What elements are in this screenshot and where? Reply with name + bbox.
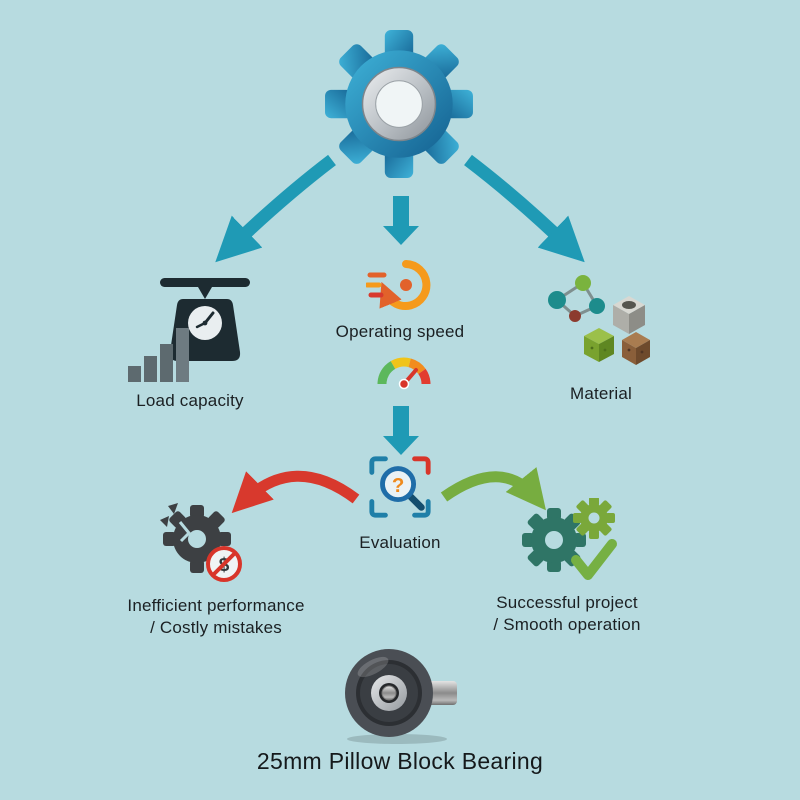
speed-circular-arrow-icon — [366, 250, 438, 320]
gears-checkmark-icon — [518, 498, 620, 590]
negative-outcome-line2: / Costly mistakes — [150, 618, 282, 637]
positive-outcome-line2: / Smooth operation — [493, 615, 641, 634]
positive-outcome-label: Successful project / Smooth operation — [457, 592, 677, 636]
negative-outcome-label: Inefficient performance / Costly mistake… — [96, 595, 336, 639]
scale-weight-bars-icon — [126, 276, 256, 388]
arrow-gear-to-operating-speed — [383, 196, 419, 245]
positive-outcome-line1: Successful project — [496, 593, 638, 612]
load-capacity-label: Load capacity — [136, 391, 244, 410]
broken-gear-no-dollar-icon: $ — [160, 502, 258, 598]
pillow-block-bearing-illustration — [337, 645, 467, 745]
svg-text:?: ? — [392, 475, 404, 497]
arrow-gauge-to-evaluation — [383, 406, 419, 455]
arrow-gear-to-load-capacity — [215, 154, 336, 263]
evaluation-label: Evaluation — [359, 533, 441, 552]
speedometer-gauge-icon — [375, 348, 433, 392]
arrow-evaluation-to-negative — [231, 470, 360, 514]
diagram-caption: 25mm Pillow Block Bearing — [256, 748, 544, 774]
gear-icon — [323, 26, 475, 178]
negative-outcome-line1: Inefficient performance — [127, 596, 305, 615]
arrow-gear-to-material — [464, 154, 585, 263]
operating-speed-label: Operating speed — [335, 322, 465, 341]
arrow-evaluation-to-positive — [440, 467, 546, 511]
magnifier-question-icon: ? — [366, 453, 434, 521]
molecule-material-cubes-icon — [541, 270, 657, 386]
material-label: Material — [569, 384, 633, 403]
